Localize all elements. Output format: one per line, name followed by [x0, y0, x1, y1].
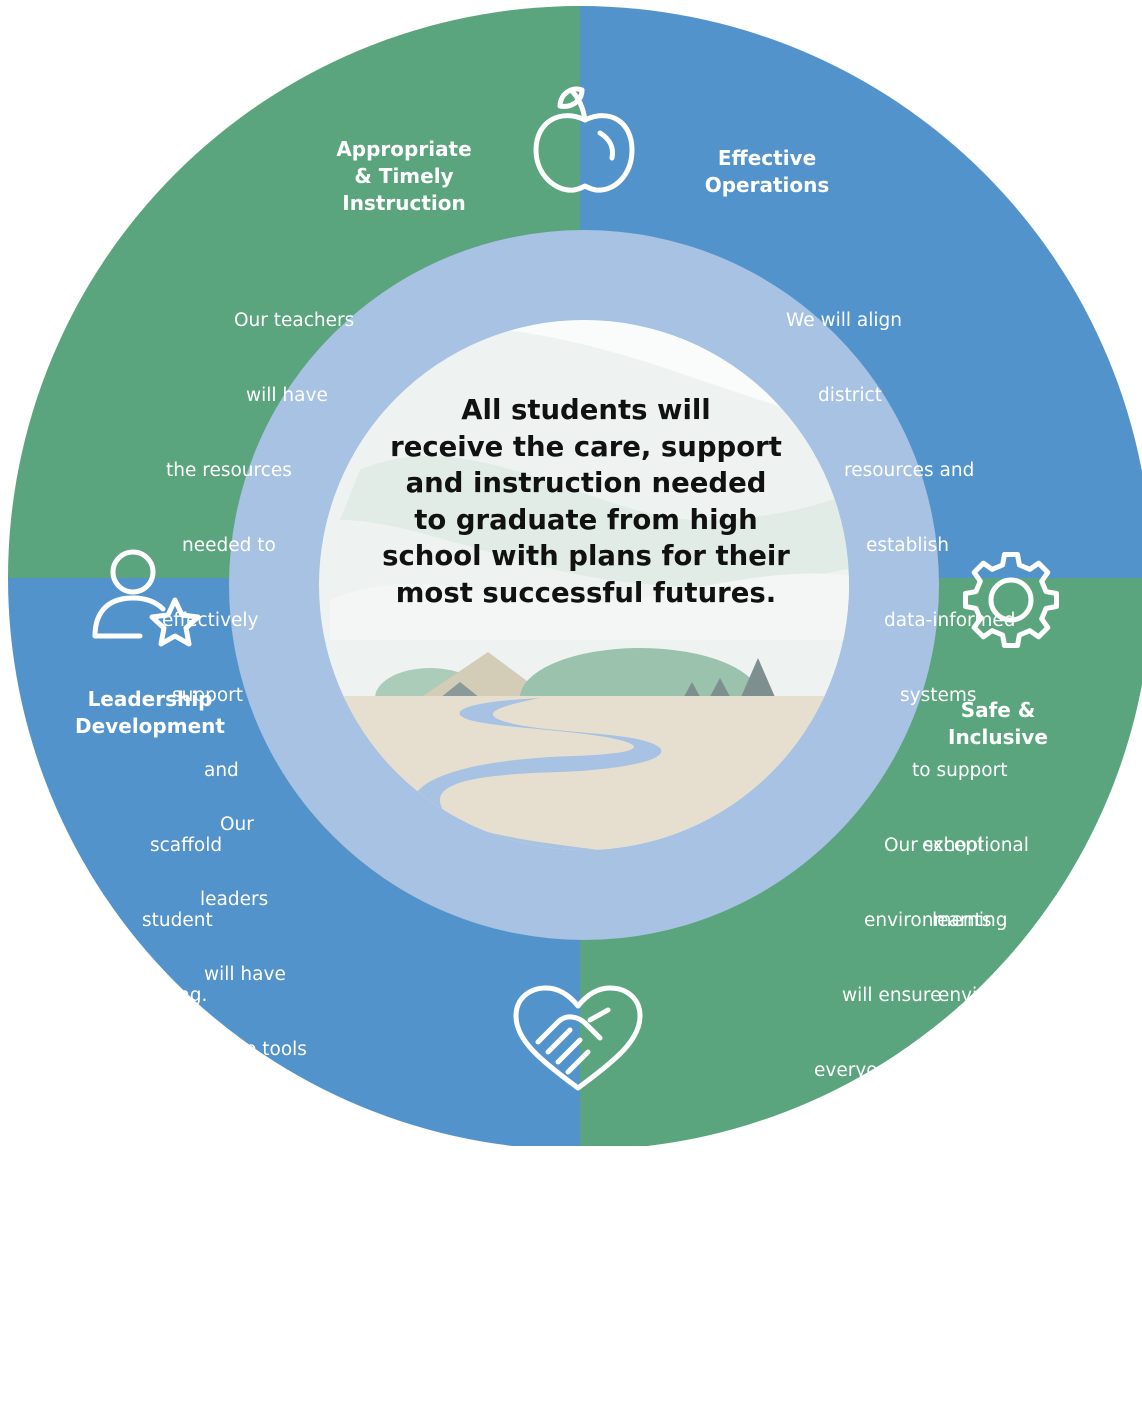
body-line: learning.	[126, 985, 208, 1006]
body-line: environments.	[938, 985, 1072, 1006]
wheel-graphic	[8, 6, 1142, 1146]
tree-3	[738, 658, 778, 704]
body-line: will have	[204, 964, 286, 985]
body-line: the tools	[226, 1039, 307, 1060]
body-instruction: Our teachers will have the resources nee…	[0, 258, 400, 1058]
gear-icon	[963, 552, 1059, 648]
body-line: effectively	[162, 610, 259, 631]
body-line: learning	[932, 910, 1008, 931]
body-line: district	[818, 385, 882, 406]
body-line: establish	[866, 535, 949, 556]
body-line: leaders.	[400, 1339, 475, 1360]
body-line: the resources	[166, 460, 292, 481]
handshake-heart-icon	[513, 985, 643, 1091]
body-line: instructional	[292, 1264, 408, 1285]
vision-statement: All students will receive the care, supp…	[382, 394, 790, 609]
body-line: environments	[864, 910, 992, 931]
apple-icon	[533, 86, 635, 193]
body-line: exceptional	[922, 835, 1029, 856]
title-safe: Safe & Inclusive	[948, 698, 1048, 749]
body-line: and	[204, 760, 239, 781]
body-line: will ensure	[842, 985, 942, 1006]
strategic-plan-wheel: Appropriate & Timely Instruction Effecti…	[0, 6, 1142, 1146]
title-instruction: Appropriate & Timely Instruction	[336, 137, 472, 215]
body-line: systems	[900, 685, 977, 706]
body-line: leaders	[200, 889, 269, 910]
body-operations: We will align district resources and est…	[0, 258, 1142, 1058]
body-line: exceptional	[258, 1189, 365, 1210]
body-line: everyone	[814, 1060, 901, 1081]
body-line: We will align	[786, 310, 902, 331]
title-leadership: Leadership Development	[75, 687, 225, 738]
body-line: Our school	[884, 835, 984, 856]
body-line: student	[142, 910, 213, 931]
title-operations: Effective Operations	[704, 146, 830, 197]
mountain-center	[420, 652, 550, 698]
body-line: support	[172, 685, 244, 706]
person-star-icon	[92, 549, 201, 647]
body-line: scaffold	[150, 835, 223, 856]
body-line: will have	[246, 385, 328, 406]
body-line: needed to	[182, 535, 276, 556]
body-line: Our teachers	[234, 310, 355, 331]
body-line: resources and	[844, 460, 975, 481]
body-line: data-informed	[884, 610, 1016, 631]
body-line: Our	[220, 814, 254, 835]
body-leadership: Our leaders will have the tools to be ex…	[0, 762, 600, 1412]
body-line: to be	[280, 1114, 328, 1135]
body-line: to support	[912, 760, 1008, 781]
